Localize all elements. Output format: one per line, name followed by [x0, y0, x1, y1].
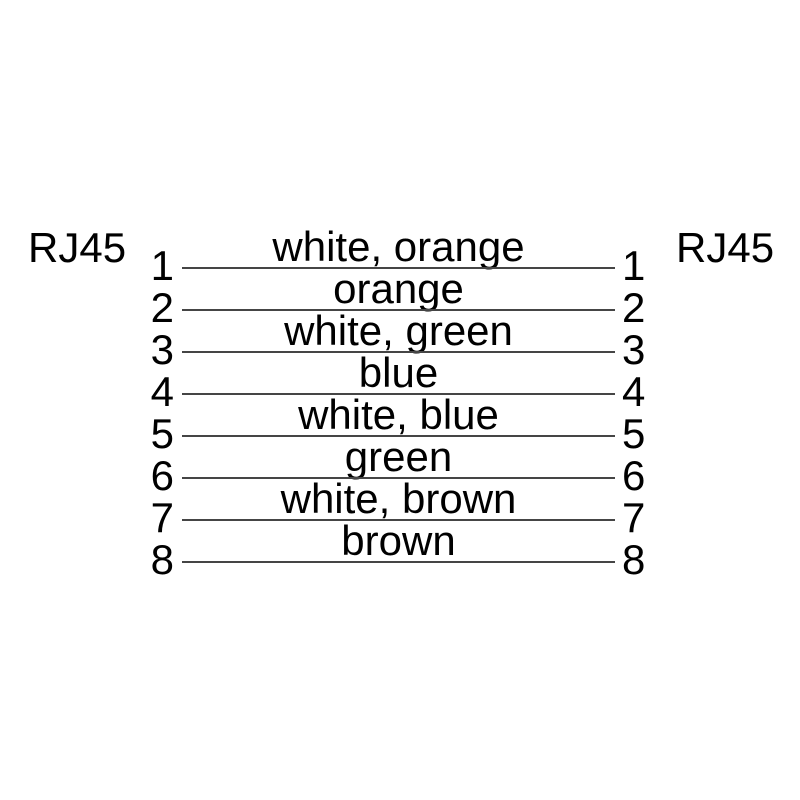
left-connector-label: RJ45 [28, 224, 127, 271]
wire-line [182, 393, 615, 395]
pin-number-right: 7 [622, 494, 646, 541]
pin-number-right: 4 [622, 368, 646, 415]
pin-number-left: 7 [150, 494, 174, 541]
wire-line [182, 477, 615, 479]
wire-color-label: white, green [284, 307, 513, 354]
wire-line [182, 519, 615, 521]
pin-row: 3 white, green 3 [0, 307, 800, 371]
wire-color-label: green [344, 433, 453, 480]
pin-row: 6 green 6 [0, 433, 800, 497]
pin-number-left: 1 [150, 242, 174, 289]
pin-number-left: 5 [150, 410, 174, 457]
wire-color-label: white, orange [272, 223, 525, 270]
pin-row: 5 white, blue 5 [0, 391, 800, 455]
right-connector-label: RJ45 [676, 224, 775, 271]
wire-color-label: brown [341, 517, 456, 564]
wire-color-label: white, blue [298, 391, 499, 438]
pin-number-left: 3 [150, 326, 174, 373]
pin-number-left: 4 [150, 368, 174, 415]
pin-row: 1 white, orange 1 [0, 223, 800, 287]
wire-line [182, 561, 615, 563]
pin-number-right: 2 [622, 284, 646, 331]
pin-row: 8 brown 8 [0, 517, 800, 581]
pin-row: 4 blue 4 [0, 349, 800, 413]
pin-number-left: 6 [150, 452, 174, 499]
wire-line [182, 351, 615, 353]
pin-row: 2 orange 2 [0, 265, 800, 329]
wire-line [182, 435, 615, 437]
pin-number-right: 6 [622, 452, 646, 499]
wire-color-label: white, brown [280, 475, 517, 522]
wire-color-label: blue [358, 349, 439, 396]
pin-number-right: 3 [622, 326, 646, 373]
pin-number-right: 1 [622, 242, 646, 289]
pin-number-left: 8 [150, 536, 174, 583]
wire-color-label: orange [333, 265, 464, 312]
pin-number-left: 2 [150, 284, 174, 331]
pin-number-right: 5 [622, 410, 646, 457]
wire-line [182, 309, 615, 311]
pin-number-right: 8 [622, 536, 646, 583]
wire-line [182, 267, 615, 269]
pin-row: 7 white, brown 7 [0, 475, 800, 539]
